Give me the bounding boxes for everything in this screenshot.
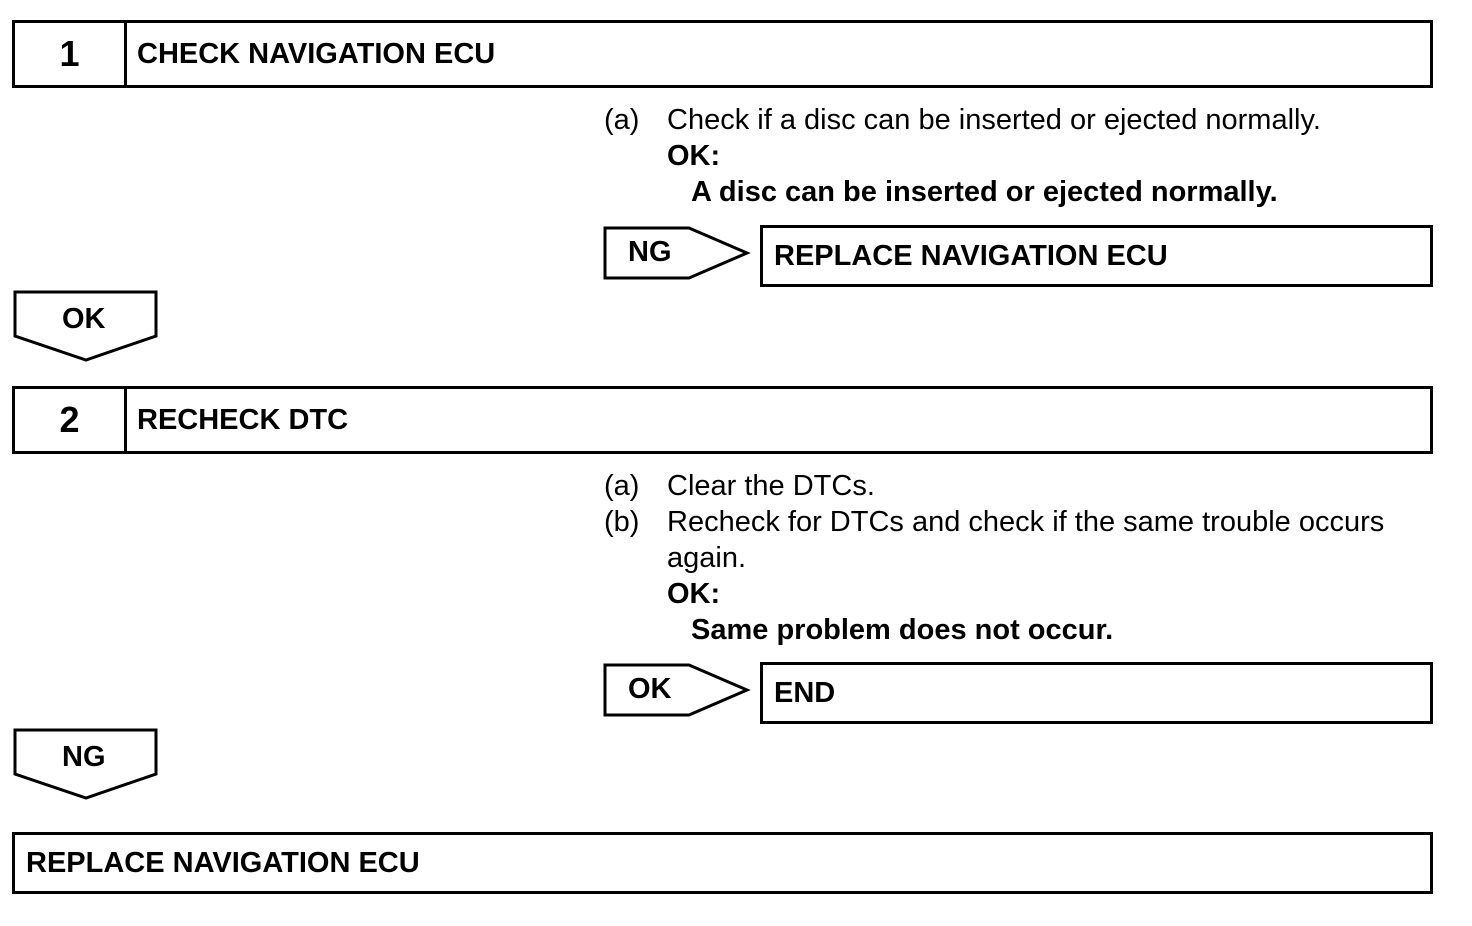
step-2-item-b-marker: (b) — [604, 506, 640, 538]
step-2-number: 2 — [15, 389, 127, 451]
step-2-header: 2 RECHECK DTC — [12, 386, 1433, 454]
step-1-ng-arrow — [603, 226, 751, 280]
step-1-continue-label: OK — [62, 303, 106, 335]
step-1-item-a-text: Check if a disc can be inserted or eject… — [667, 104, 1321, 136]
step-2-item-b-text-cont: again. — [667, 542, 747, 574]
step-1-ok-condition: A disc can be inserted or ejected normal… — [691, 176, 1278, 208]
step-2-ok-label: OK: — [667, 578, 721, 610]
step-1-header: 1 CHECK NAVIGATION ECU — [12, 20, 1433, 88]
step-1-ok-down-arrow — [13, 290, 158, 362]
step-2-item-a-marker: (a) — [604, 470, 640, 502]
final-action-text: REPLACE NAVIGATION ECU — [26, 846, 420, 879]
final-action-box: REPLACE NAVIGATION ECU — [12, 832, 1433, 894]
step-1-item-a-marker: (a) — [604, 104, 640, 136]
step-1-title: CHECK NAVIGATION ECU — [137, 37, 496, 70]
step-1-ng-label: NG — [628, 236, 672, 268]
step-2-ok-branch-label: OK — [628, 673, 672, 705]
step-2-ok-condition: Same problem does not occur. — [691, 614, 1114, 646]
step-1-ok-label: OK: — [667, 140, 721, 172]
step-1-ng-target-text: REPLACE NAVIGATION ECU — [774, 239, 1168, 272]
step-2-item-a-text: Clear the DTCs. — [667, 470, 875, 502]
step-2-title: RECHECK DTC — [137, 403, 349, 436]
step-2-ok-arrow — [603, 663, 751, 717]
step-1-ng-target: REPLACE NAVIGATION ECU — [760, 225, 1433, 287]
step-2-ng-down-arrow — [13, 728, 158, 800]
step-1-number: 1 — [15, 23, 127, 85]
step-2-item-b-text: Recheck for DTCs and check if the same t… — [667, 506, 1385, 538]
step-2-continue-label: NG — [62, 741, 106, 773]
step-2-ok-target: END — [760, 662, 1433, 724]
step-2-ok-target-text: END — [774, 676, 836, 709]
